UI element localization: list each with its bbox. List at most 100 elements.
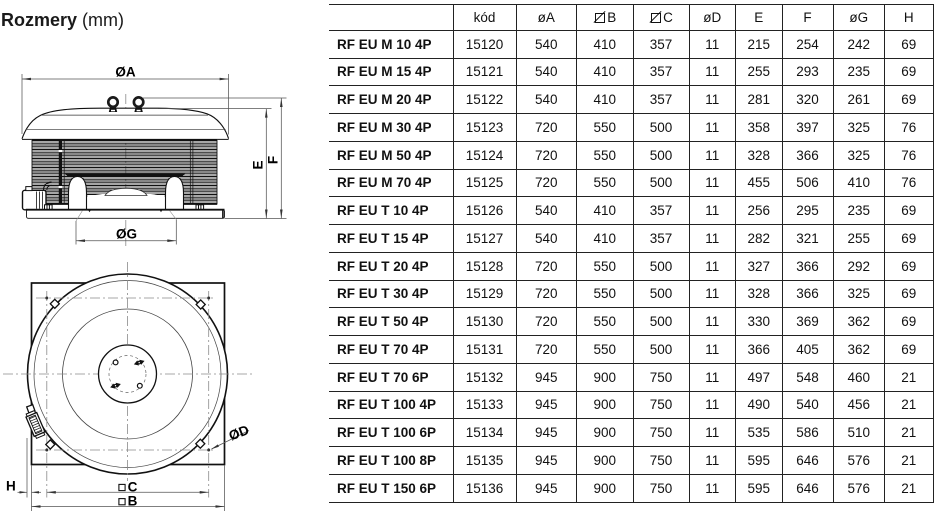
- model-cell: RF EU T 100 6P: [329, 418, 453, 448]
- value-cell-d: 11: [688, 252, 736, 281]
- value-cell-a: 540: [515, 85, 577, 115]
- value-cell-b: 410: [576, 224, 633, 253]
- model-cell: RF EU T 100 8P: [329, 446, 453, 475]
- value-cell-b: 900: [576, 418, 633, 448]
- column-header-f: F: [781, 3, 833, 31]
- value-cell-f: 397: [781, 113, 833, 142]
- value-cell-g: 292: [832, 252, 885, 281]
- value-cell-kod: 15125: [452, 169, 516, 198]
- value-cell-f: 540: [781, 391, 833, 420]
- value-cell-d: 11: [688, 335, 736, 364]
- value-cell-e: 328: [735, 280, 782, 309]
- page-title-word: Rozmery: [1, 10, 78, 30]
- value-cell-f: 366: [781, 252, 833, 281]
- value-cell-f: 254: [781, 30, 833, 59]
- model-cell: RF EU M 70 4P: [329, 169, 453, 198]
- value-cell-f: 366: [781, 280, 833, 309]
- fan-plan-view: ØD H C B: [3, 262, 252, 511]
- column-header-e: E: [735, 3, 782, 31]
- corner-bolt-holes: [45, 296, 211, 452]
- value-cell-a: 945: [515, 418, 577, 448]
- value-cell-h: 76: [884, 113, 934, 142]
- value-cell-f: 548: [781, 363, 833, 392]
- value-cell-kod: 15136: [452, 474, 516, 503]
- value-cell-b: 900: [576, 474, 633, 503]
- value-cell-e: 327: [735, 252, 782, 281]
- value-cell-kod: 15126: [452, 196, 516, 226]
- model-cell: RF EU M 30 4P: [329, 113, 453, 142]
- wing-nut: [110, 382, 121, 389]
- dim-square-b: [31, 465, 225, 511]
- value-cell-b: 410: [576, 196, 633, 226]
- dim-label-diameter-d: ØD: [227, 422, 252, 443]
- value-cell-d: 11: [688, 169, 736, 198]
- value-cell-b: 550: [576, 113, 633, 142]
- value-cell-kod: 15131: [452, 335, 516, 364]
- value-cell-a: 720: [515, 335, 577, 364]
- inlet-bell-legs: [67, 175, 185, 210]
- value-cell-f: 369: [781, 307, 833, 337]
- model-cell: RF EU M 50 4P: [329, 141, 453, 170]
- value-cell-c: 750: [632, 446, 689, 475]
- value-cell-f: 366: [781, 141, 833, 170]
- dim-label-square-b: B: [128, 494, 138, 509]
- model-cell: RF EU T 70 6P: [329, 363, 453, 392]
- value-cell-h: 21: [884, 418, 934, 448]
- dim-label-square-c: C: [128, 479, 138, 494]
- value-cell-kod: 15122: [452, 85, 516, 115]
- value-cell-b: 550: [576, 280, 633, 309]
- column-header-kod: kód: [452, 3, 516, 31]
- model-cell: RF EU T 30 4P: [329, 280, 453, 309]
- model-cell: RF EU T 20 4P: [329, 252, 453, 281]
- value-cell-h: 69: [884, 252, 934, 281]
- value-cell-kod: 15129: [452, 280, 516, 309]
- value-cell-e: 282: [735, 224, 782, 253]
- value-cell-c: 357: [632, 58, 689, 87]
- value-cell-c: 357: [632, 85, 689, 115]
- value-cell-d: 11: [688, 446, 736, 475]
- motor-hub: [97, 344, 158, 404]
- value-cell-kod: 15135: [452, 446, 516, 475]
- column-header-c: C: [632, 3, 689, 31]
- impeller-plate: [64, 173, 186, 177]
- value-cell-g: 576: [832, 474, 885, 503]
- model-cell: RF EU M 10 4P: [329, 30, 453, 59]
- value-cell-h: 21: [884, 391, 934, 420]
- value-cell-g: 255: [832, 224, 885, 253]
- value-cell-c: 500: [632, 252, 689, 281]
- value-cell-d: 11: [688, 418, 736, 448]
- motor-silhouette: [86, 187, 166, 210]
- value-cell-g: 242: [832, 30, 885, 59]
- value-cell-g: 510: [832, 418, 885, 448]
- value-cell-kod: 15120: [452, 30, 516, 59]
- value-cell-kod: 15124: [452, 141, 516, 170]
- column-header-g: øG: [832, 3, 885, 31]
- value-cell-c: 500: [632, 307, 689, 337]
- value-cell-b: 900: [576, 391, 633, 420]
- value-cell-kod: 15127: [452, 224, 516, 253]
- value-cell-a: 945: [515, 446, 577, 475]
- value-cell-f: 321: [781, 224, 833, 253]
- value-cell-g: 235: [832, 58, 885, 87]
- value-cell-e: 595: [735, 474, 782, 503]
- column-header-d: øD: [688, 3, 736, 31]
- column-header-a: øA: [515, 3, 577, 31]
- value-cell-kod: 15123: [452, 113, 516, 142]
- value-cell-e: 328: [735, 141, 782, 170]
- value-cell-a: 540: [515, 30, 577, 59]
- value-cell-g: 460: [832, 363, 885, 392]
- value-cell-a: 945: [515, 474, 577, 503]
- value-cell-b: 550: [576, 335, 633, 364]
- value-cell-c: 750: [632, 474, 689, 503]
